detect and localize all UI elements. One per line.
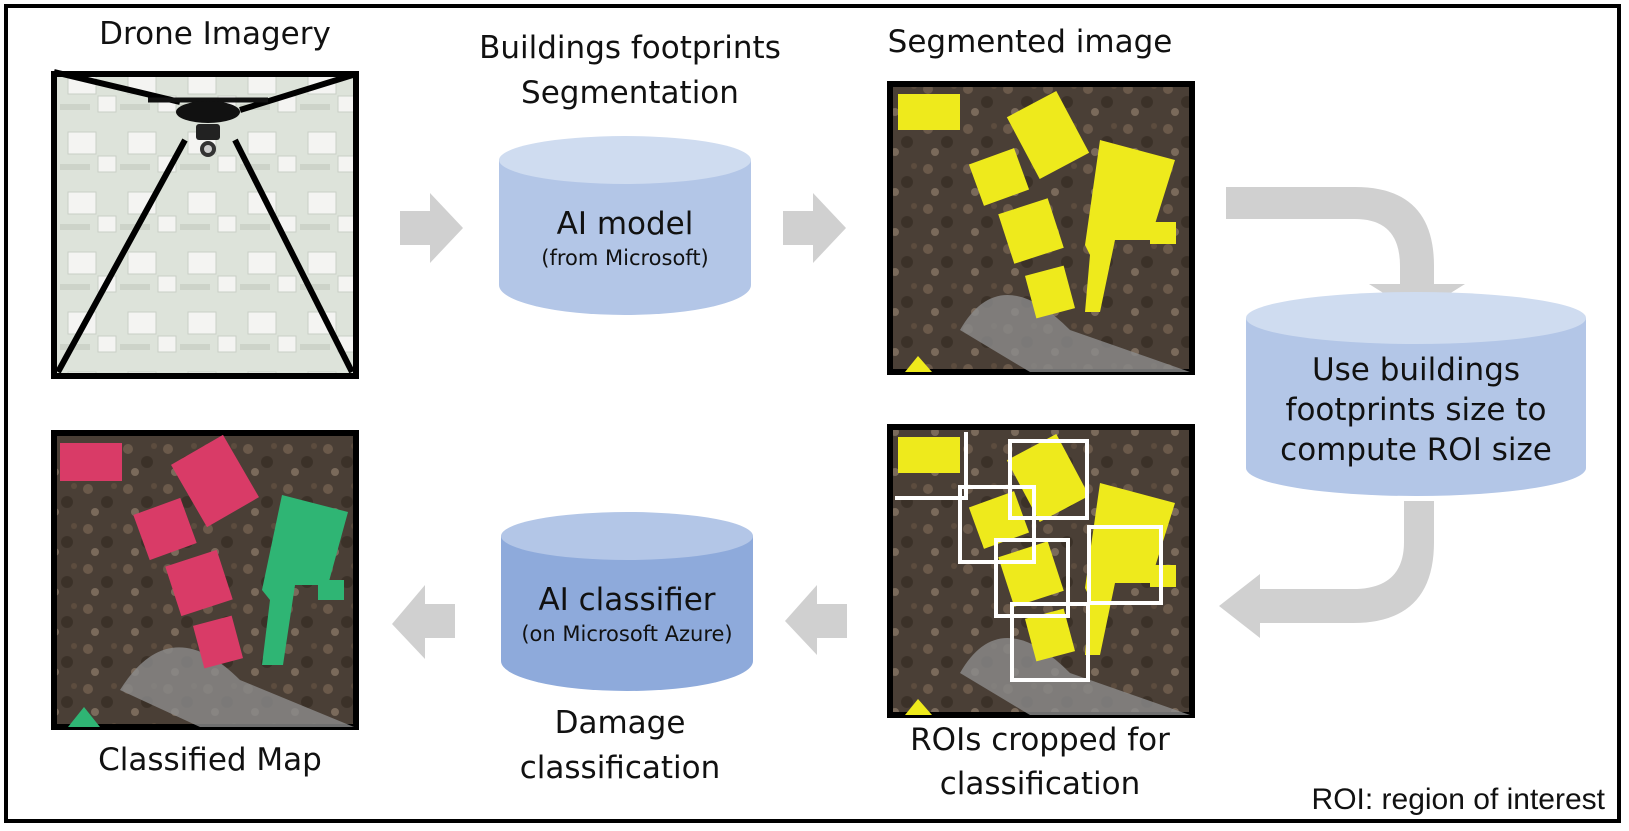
roi-boxes [895, 432, 1163, 682]
ai-classifier-cylinder [501, 512, 753, 691]
roi-note: ROI: region of interest [1311, 783, 1605, 816]
diagram-frame [4, 4, 1621, 823]
ai-model-title-text: AI model [556, 206, 694, 242]
roi-size-line3: compute ROI size [1280, 432, 1552, 468]
arrow-right-2 [783, 193, 846, 263]
rois-cropped-label-line1: ROIs cropped for [910, 722, 1170, 758]
drone-icon [148, 97, 268, 157]
ai-classifier-title-text: AI classifier [538, 582, 716, 618]
classified-map-label: Classified Map [98, 742, 322, 778]
segmented-image-label: Segmented image [887, 24, 1173, 60]
segmented-image-panel [887, 81, 1195, 375]
arrow-left-1 [785, 585, 847, 655]
roi-size-line2: footprints size to [1285, 392, 1547, 428]
arrow-right-1 [400, 193, 463, 263]
flow-arrows [392, 187, 1465, 659]
arrow-curve-down [1226, 187, 1465, 314]
damage-classification-label-line1: Damage [554, 705, 686, 741]
ai-classifier-title: AI classifier (on Microsoft Azure) [501, 580, 753, 648]
roi-size-cylinder [1246, 292, 1586, 496]
arrow-left-2 [392, 585, 455, 659]
footprints-segmentation-label-line2: Segmentation [521, 75, 739, 111]
rois-cropped-panel [887, 424, 1195, 718]
classified-map-panel [51, 430, 359, 730]
ai-model-title: AI model (from Microsoft) [499, 204, 751, 272]
ai-model-cylinder [499, 136, 751, 315]
ai-model-subtitle: (from Microsoft) [541, 246, 709, 270]
drone-imagery-panel [51, 69, 359, 379]
footprints-segmentation-label-line1: Buildings footprints [479, 30, 781, 66]
roi-size-text: Use buildings footprints size to compute… [1246, 350, 1586, 470]
arrow-curve-left [1219, 501, 1434, 638]
ai-classifier-subtitle: (on Microsoft Azure) [521, 622, 733, 646]
roi-size-line1: Use buildings [1311, 352, 1521, 388]
damage-classification-label-line2: classification [519, 750, 721, 786]
rois-cropped-label-line2: classification [939, 766, 1141, 802]
drone-imagery-label: Drone Imagery [99, 16, 331, 52]
